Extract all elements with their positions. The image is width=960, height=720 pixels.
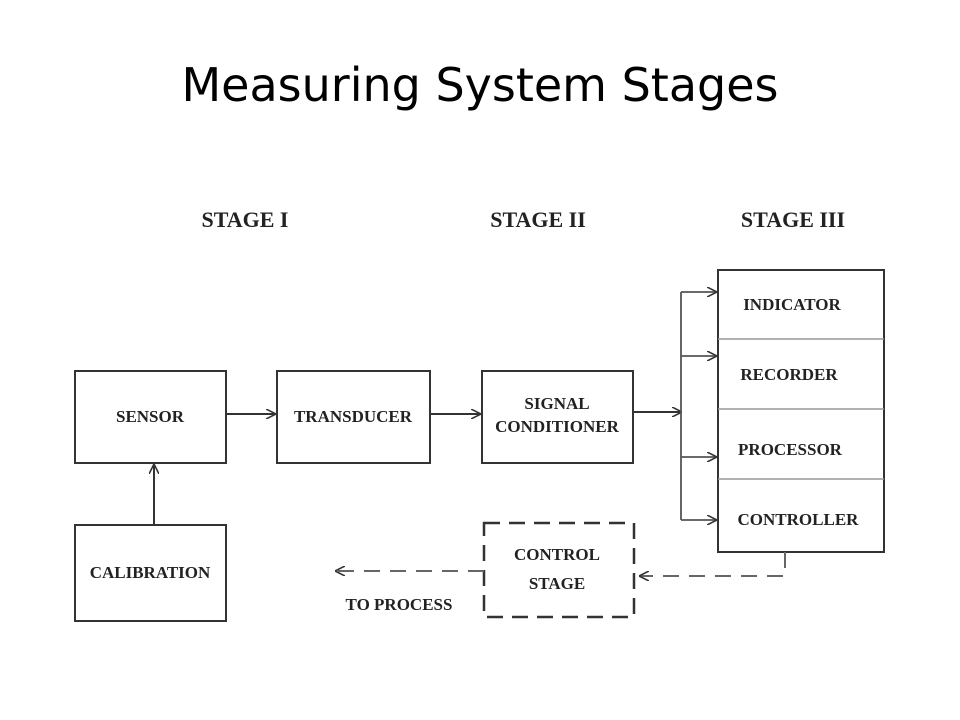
transducer-block: TRANSDUCER xyxy=(276,370,431,464)
calibration-label: CALIBRATION xyxy=(90,563,211,582)
dashed-controller-to-control-stage xyxy=(640,552,786,576)
stage-2-label: STAGE II xyxy=(490,207,586,232)
signal-conditioner-block: SIGNAL CONDITIONER xyxy=(481,370,634,464)
control-stage-block: CONTROL STAGE xyxy=(482,521,636,619)
output-stack: INDICATOR RECORDER PROCESSOR CONTROLLER xyxy=(717,269,885,553)
controller-label: CONTROLLER xyxy=(738,510,860,529)
signal-conditioner-label-line1: SIGNAL xyxy=(524,394,589,413)
control-stage-label-line1: CONTROL xyxy=(514,545,600,564)
stage-3-label: STAGE III xyxy=(741,207,845,232)
indicator-label: INDICATOR xyxy=(743,295,841,314)
processor-label: PROCESSOR xyxy=(738,440,843,459)
signal-conditioner-label-line2: CONDITIONER xyxy=(495,417,619,436)
calibration-block: CALIBRATION xyxy=(74,524,227,622)
recorder-label: RECORDER xyxy=(740,365,838,384)
slide-title: Measuring System Stages xyxy=(181,58,779,112)
transducer-label: TRANSDUCER xyxy=(294,407,413,426)
sensor-block: SENSOR xyxy=(74,370,227,464)
to-process-label: TO PROCESS xyxy=(346,595,453,614)
stage-1-label: STAGE I xyxy=(201,207,288,232)
control-stage-label-line2: STAGE xyxy=(529,574,585,593)
sensor-label: SENSOR xyxy=(116,407,185,426)
